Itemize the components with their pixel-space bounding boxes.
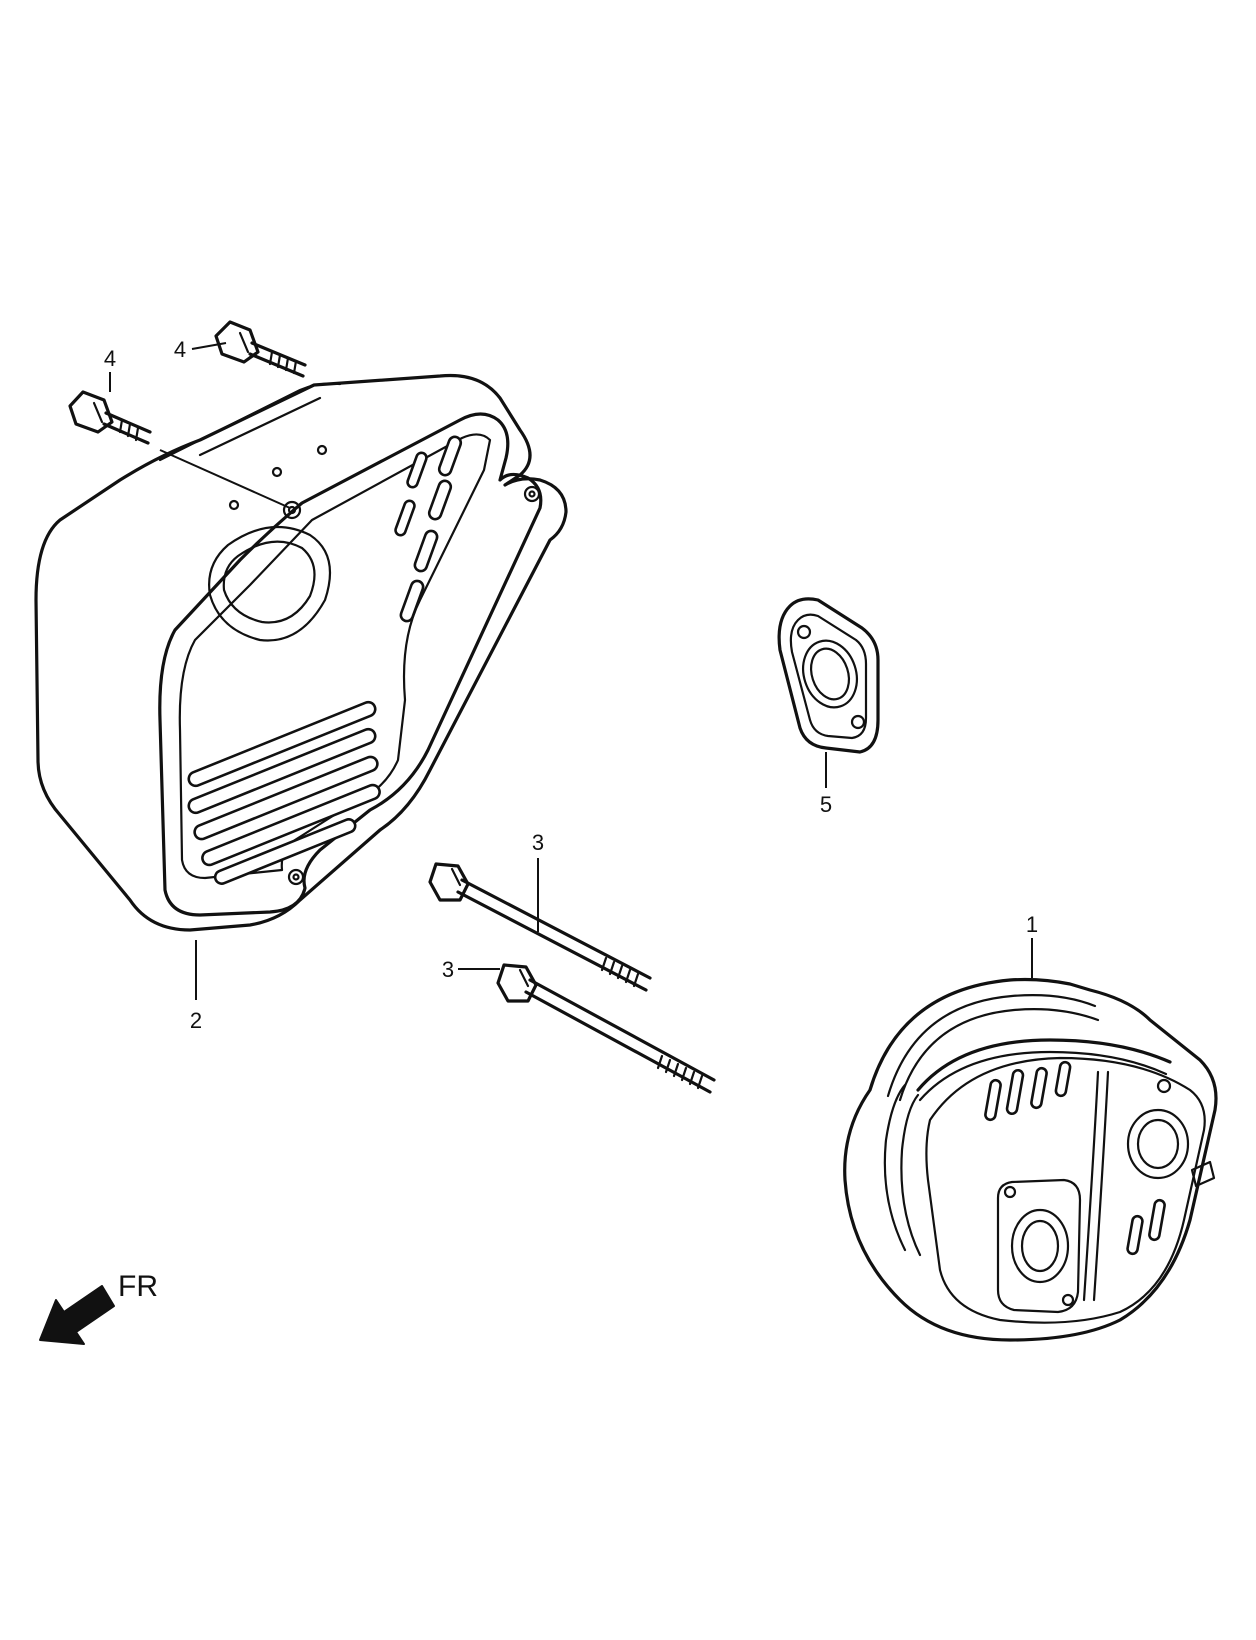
muffler-protector-part[interactable] <box>34 373 568 932</box>
callout-3-bolt-a: 3 <box>532 830 544 855</box>
screw-part-b[interactable] <box>68 390 152 445</box>
callout-4-screw-b: 4 <box>104 346 116 371</box>
callout-3-bolt-b: 3 <box>442 957 454 982</box>
bolt-part-a[interactable] <box>428 862 652 992</box>
front-direction-label: FR <box>118 1270 158 1303</box>
callout-2-protector: 2 <box>190 1008 202 1033</box>
muffler-part[interactable] <box>843 977 1218 1342</box>
screw-part-a[interactable] <box>214 320 307 378</box>
callout-4-screw-a: 4 <box>174 337 186 362</box>
leader-lines <box>109 342 1033 1000</box>
callout-5-gasket: 5 <box>820 792 832 817</box>
bolt-part-b[interactable] <box>496 963 716 1094</box>
front-arrow-icon <box>39 1285 115 1345</box>
callout-1-muffler: 1 <box>1026 912 1038 937</box>
gasket-part[interactable] <box>777 597 880 754</box>
front-direction-indicator: FR <box>39 1270 158 1345</box>
